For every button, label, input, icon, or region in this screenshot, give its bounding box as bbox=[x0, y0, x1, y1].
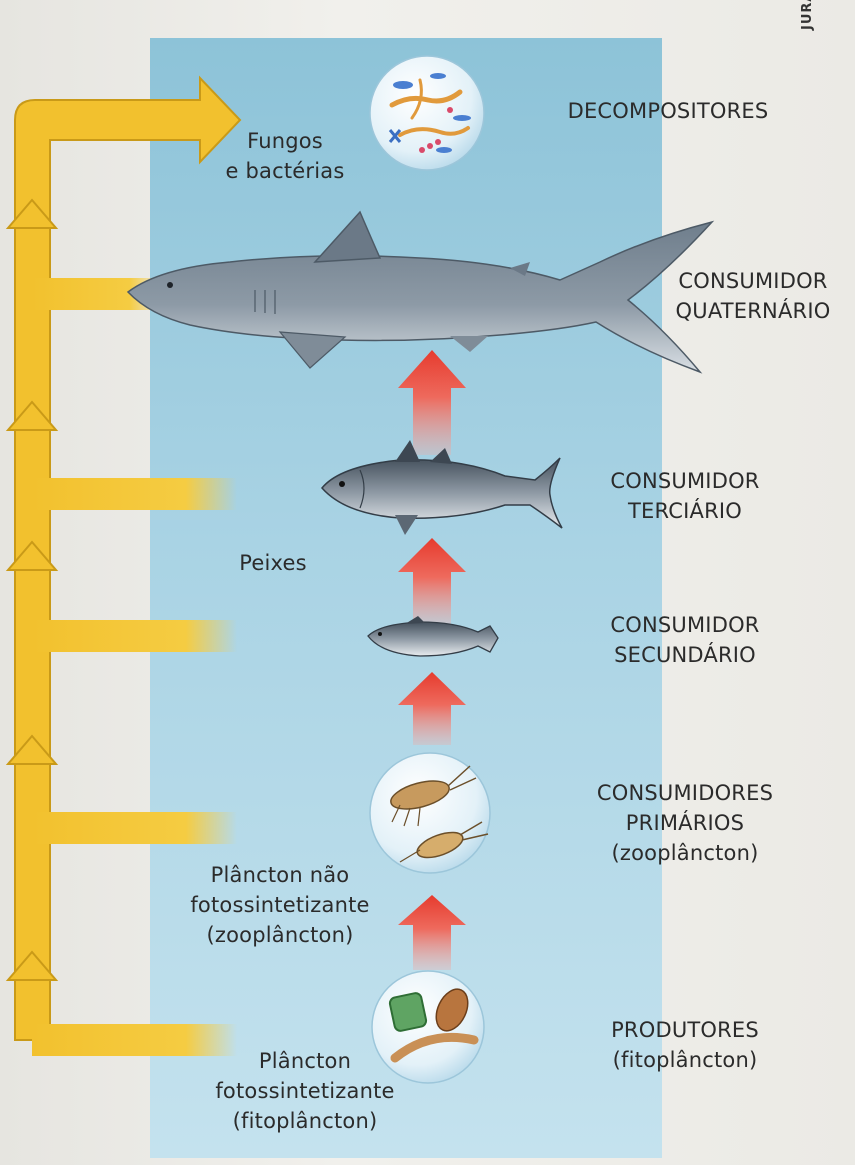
energy-arrows bbox=[398, 350, 466, 970]
zooplankton-bubble bbox=[369, 752, 491, 874]
label-plancton-fotossintetizante: Plâncton fotossintetizante (fitoplâncton… bbox=[215, 1049, 395, 1133]
label-peixes: Peixes bbox=[239, 551, 307, 575]
decomposition-arrows bbox=[5, 75, 242, 1056]
spine-arrowhead bbox=[5, 950, 59, 981]
phytoplankton-bubble bbox=[371, 970, 485, 1084]
branch-primarios bbox=[32, 812, 237, 844]
shark-illustration bbox=[126, 210, 715, 374]
label-fungos-bacterias: Fungos e bactérias bbox=[225, 129, 345, 183]
spine-arrowhead bbox=[5, 198, 59, 229]
spine-arrowhead bbox=[5, 734, 59, 765]
label-consumidores-primarios: CONSUMIDORES PRIMÁRIOS (zooplâncton) bbox=[596, 781, 774, 865]
label-consumidor-quaternario: CONSUMIDOR QUATERNÁRIO bbox=[675, 269, 831, 323]
spine-arrowhead bbox=[5, 540, 59, 571]
branch-produtores bbox=[32, 1024, 237, 1056]
branch-secundario bbox=[32, 620, 237, 652]
energy-arrow bbox=[398, 538, 466, 625]
small-fish-illustration bbox=[367, 616, 499, 657]
water-column bbox=[150, 38, 662, 1158]
branch-terciario bbox=[32, 478, 237, 510]
energy-arrow bbox=[398, 672, 466, 745]
label-plancton-nao-fotossintetizante: Plâncton não fotossintetizante (zooplânc… bbox=[190, 863, 370, 947]
energy-arrow bbox=[398, 895, 466, 970]
label-produtores: PRODUTORES (fitoplâncton) bbox=[611, 1018, 759, 1072]
label-consumidor-terciario: CONSUMIDOR TERCIÁRIO bbox=[610, 469, 760, 523]
label-decompositores: DECOMPOSITORES bbox=[567, 99, 769, 123]
illustrator-credit: JURANDIR RIBEIRO bbox=[800, 0, 822, 30]
energy-arrow bbox=[398, 350, 466, 455]
decomposition-spine bbox=[14, 75, 242, 1041]
label-consumidor-secundario: CONSUMIDOR SECUNDÁRIO bbox=[610, 613, 760, 667]
decomposers-bubble bbox=[369, 55, 485, 171]
spine-arrowhead bbox=[5, 400, 59, 431]
tuna-illustration bbox=[321, 440, 563, 535]
